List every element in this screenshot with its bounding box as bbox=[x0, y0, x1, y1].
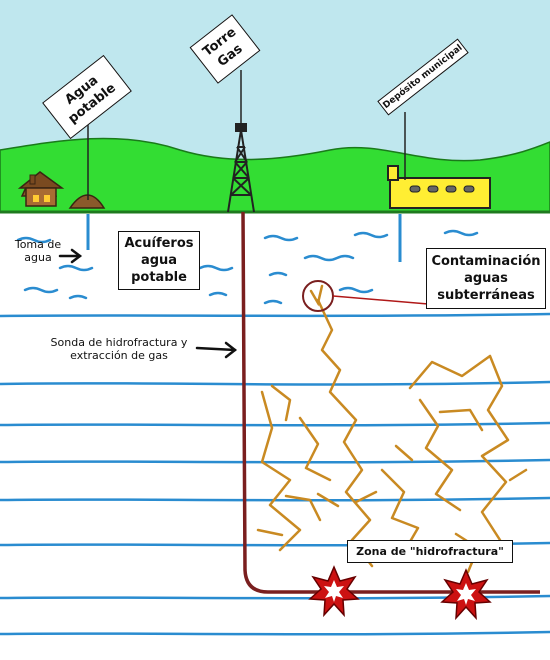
arrow-sonda bbox=[195, 341, 238, 359]
gas-tower-icon bbox=[227, 123, 255, 213]
gas-well-pipe bbox=[241, 211, 540, 594]
explosion-star bbox=[308, 565, 360, 618]
label-zona-hidrofractura: Zona de "hidrofractura" bbox=[347, 540, 513, 563]
municipal-tank-icon bbox=[387, 165, 491, 209]
label-sonda: Sonda de hidrofractura y extracción de g… bbox=[50, 336, 188, 362]
contamination-leader-line bbox=[332, 295, 429, 305]
explosion-star bbox=[440, 568, 492, 621]
house-icon bbox=[17, 171, 65, 207]
arrow-toma-agua bbox=[58, 248, 83, 264]
water-pump-mound bbox=[68, 194, 106, 209]
contamination-mark bbox=[309, 284, 324, 307]
label-contaminacion: Contaminación aguas subterráneas bbox=[426, 248, 546, 309]
contamination-circle bbox=[302, 280, 334, 312]
aquifer-water-marks bbox=[16, 229, 479, 305]
label-acuiferos: Acuíferos agua potable bbox=[118, 231, 200, 290]
fracture-network bbox=[256, 298, 528, 574]
label-toma-agua: Toma de agua bbox=[14, 238, 62, 264]
